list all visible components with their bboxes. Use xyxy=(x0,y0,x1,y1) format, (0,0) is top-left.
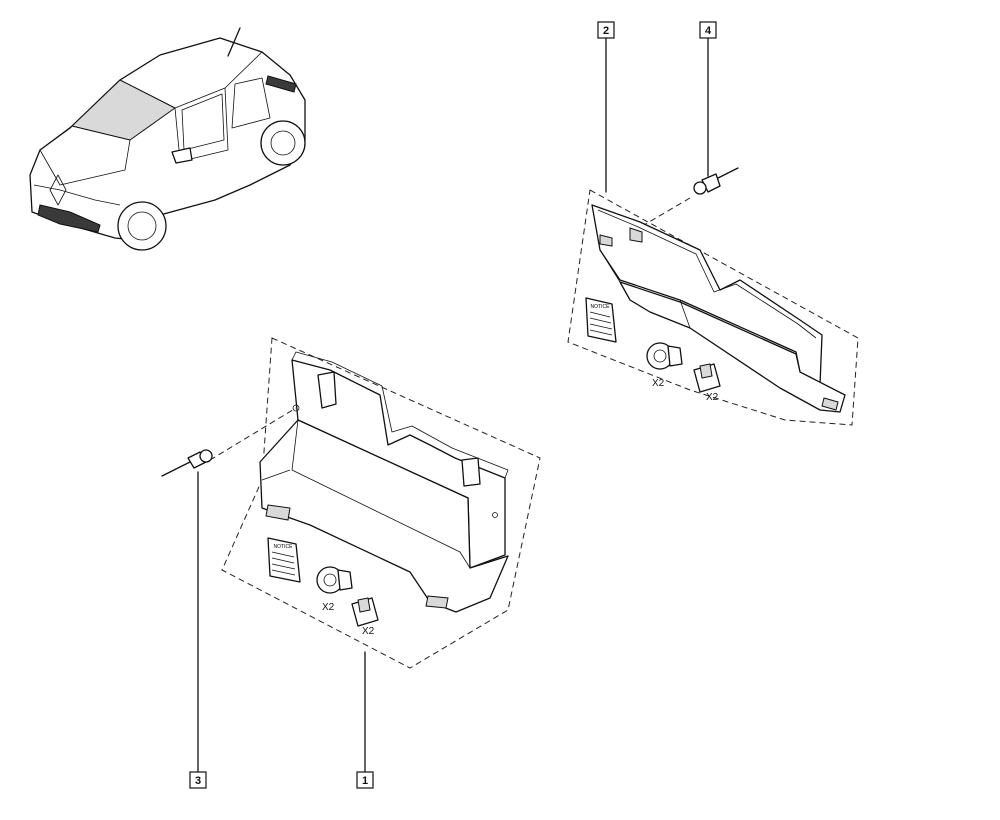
rivet-4-icon xyxy=(693,167,739,195)
callout-1: 1 xyxy=(356,651,374,789)
kit-2: NOTICE X2 X2 xyxy=(567,189,859,426)
kit-2-notice-icon: NOTICE xyxy=(585,297,617,343)
kit-1: NOTICE X2 X2 xyxy=(209,337,541,669)
kit-2-clip-icon xyxy=(646,342,683,370)
callout-3-label: 3 xyxy=(195,775,201,787)
kit-1-clip-qty: X2 xyxy=(322,602,335,613)
kit-2-panel xyxy=(591,204,823,386)
kit-1-notice-label: NOTICE xyxy=(274,544,294,550)
rivet-3-icon xyxy=(161,449,213,477)
callout-4: 4 xyxy=(699,21,717,177)
kit-2-boundary xyxy=(567,189,859,426)
kit-1-nut-qty: X2 xyxy=(362,626,375,637)
callout-2-label: 2 xyxy=(603,25,609,37)
kit-1-notice-icon: NOTICE xyxy=(267,537,301,583)
callout-2: 2 xyxy=(597,21,615,193)
callout-1-label: 1 xyxy=(362,775,368,787)
callout-4-label: 4 xyxy=(705,25,712,37)
kit-1-clip-icon xyxy=(316,566,353,594)
kit-2-nut-icon xyxy=(693,363,721,393)
callout-3: 3 xyxy=(189,471,207,789)
kit-2-notice-label: NOTICE xyxy=(591,304,611,310)
kit-1-nut-icon xyxy=(351,597,379,627)
kit-2-clip-qty: X2 xyxy=(652,378,665,389)
vehicle-illustration xyxy=(29,27,306,251)
kit-2-nut-qty: X2 xyxy=(706,392,719,403)
